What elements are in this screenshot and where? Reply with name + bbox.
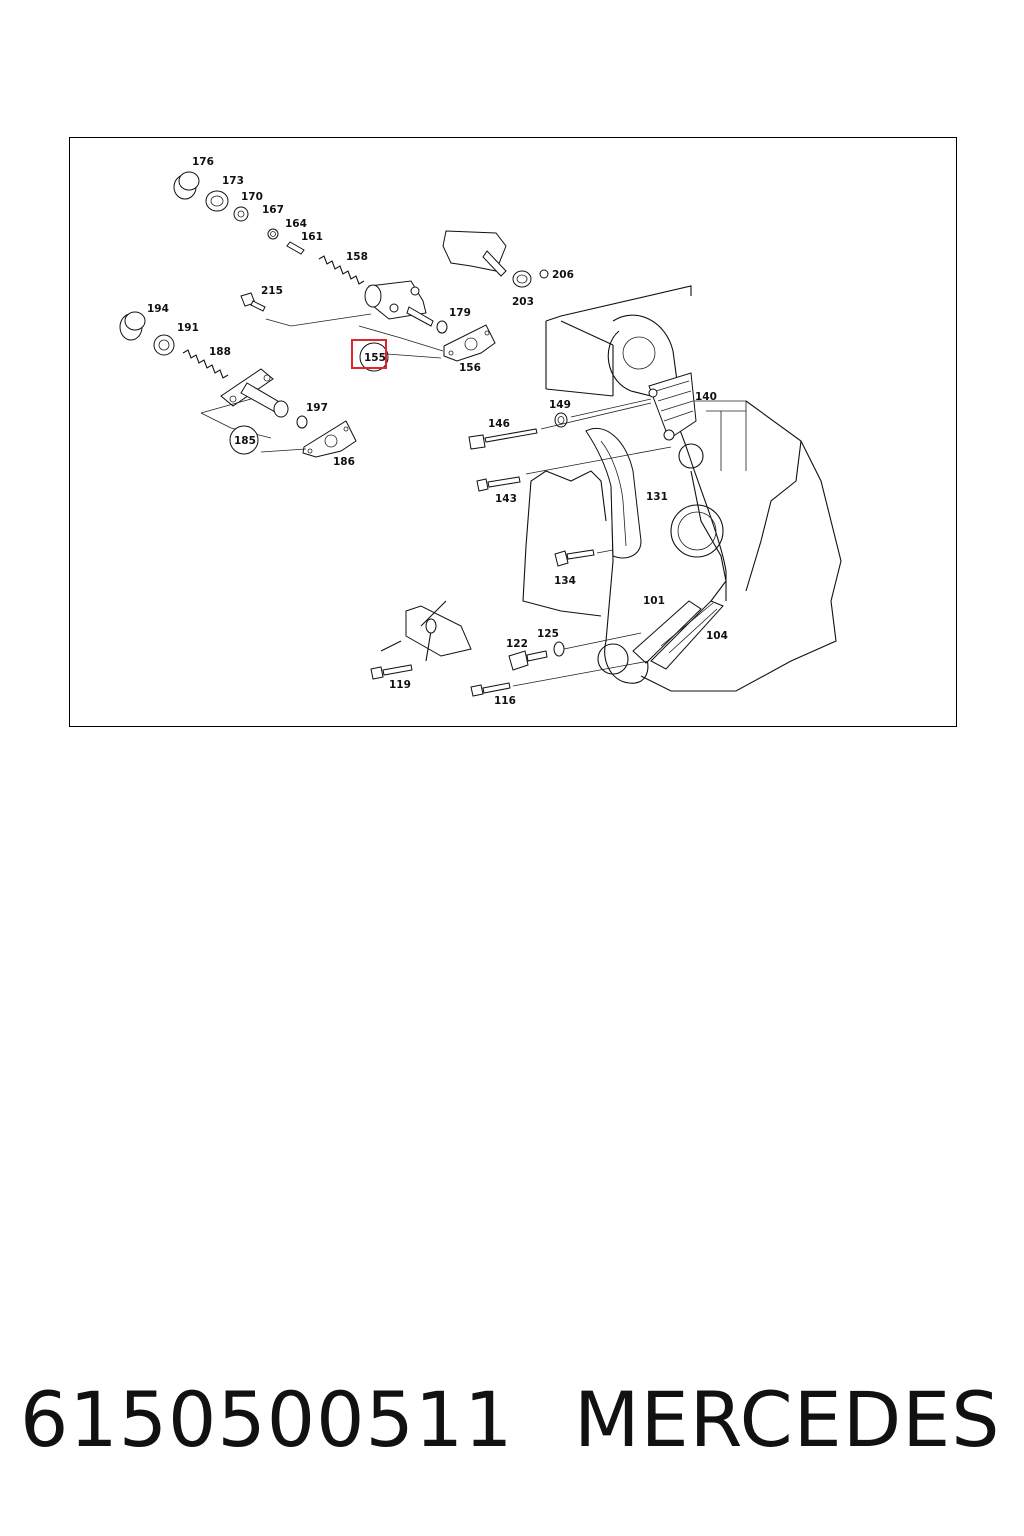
callout-173: 173 — [222, 175, 244, 187]
bolt-143 — [476, 476, 521, 492]
leader-lines-block — [512, 398, 672, 687]
highlight-box-155 — [351, 339, 387, 369]
callout-203: 203 — [512, 296, 534, 308]
callout-101: 101 — [643, 595, 665, 607]
cap-176 — [173, 171, 200, 200]
brand-name: MERCEDES — [574, 1375, 1001, 1464]
callout-143: 143 — [495, 493, 517, 505]
guide-rail-104 — [632, 600, 724, 670]
callout-104: 104 — [706, 630, 728, 642]
callout-116: 116 — [494, 695, 516, 707]
callout-206: 206 — [552, 269, 574, 281]
callout-185: 185 — [234, 435, 256, 447]
bolt-134 — [554, 549, 595, 567]
spring-158 — [318, 255, 365, 285]
callout-156: 156 — [459, 362, 481, 374]
gasket-156 — [443, 324, 496, 362]
callout-179: 179 — [449, 307, 471, 319]
callout-176: 176 — [192, 156, 214, 168]
pin-161 — [286, 241, 305, 255]
callout-191: 191 — [177, 322, 199, 334]
callout-labels: 176 173 170 167 164 161 158 215 179 156 … — [147, 156, 728, 707]
callout-186: 186 — [333, 456, 355, 468]
engine-block-outline — [522, 285, 842, 692]
leader-lines-185 — [200, 398, 307, 453]
exploded-view-drawing: 176 173 170 167 164 161 158 215 179 156 … — [119, 156, 842, 707]
part-number: 6150500511 — [20, 1375, 514, 1464]
ball-167 — [267, 228, 279, 240]
part-185-circle — [229, 425, 259, 455]
bolt-116 — [470, 682, 511, 697]
callout-134: 134 — [554, 575, 576, 587]
chain-tensioner-140 — [648, 372, 697, 441]
callout-155: 155 — [364, 352, 386, 364]
callout-161: 161 — [301, 231, 323, 243]
callout-122: 122 — [506, 638, 528, 650]
fitting-203 — [442, 230, 549, 288]
sensor-bracket — [380, 600, 472, 662]
leader-lines-155 — [265, 313, 444, 359]
bolt-215 — [240, 292, 266, 312]
gasket-186 — [302, 420, 357, 458]
callout-215: 215 — [261, 285, 283, 297]
cap-194 — [119, 311, 146, 341]
callout-167: 167 — [262, 204, 284, 216]
callout-158: 158 — [346, 251, 368, 263]
callout-119: 119 — [389, 679, 411, 691]
part-155-circle — [359, 342, 389, 372]
callout-194: 194 — [147, 303, 169, 315]
tensioner-housing — [364, 280, 434, 327]
housing-185 — [220, 368, 289, 418]
seal-ring-191 — [153, 334, 175, 356]
callout-146: 146 — [488, 418, 510, 430]
o-ring-179 — [436, 320, 448, 334]
parts-diagram: 176 173 170 167 164 161 158 215 179 156 … — [69, 137, 957, 727]
spring-188 — [182, 349, 229, 379]
callout-140: 140 — [695, 391, 717, 403]
tensioner-rail-131 — [585, 427, 642, 559]
washer-125 — [553, 641, 565, 657]
callout-125: 125 — [537, 628, 559, 640]
caption: 6150500511 MERCEDES — [0, 1370, 1024, 1470]
callout-170: 170 — [241, 191, 263, 203]
callout-149: 149 — [549, 399, 571, 411]
o-ring-197 — [296, 415, 308, 429]
washer-170 — [233, 206, 249, 222]
callout-164: 164 — [285, 218, 307, 230]
callout-188: 188 — [209, 346, 231, 358]
callout-197: 197 — [306, 402, 328, 414]
bolt-119 — [370, 664, 413, 680]
bolt-146 — [468, 428, 538, 450]
bolt-122 — [508, 650, 548, 671]
seal-ring-173 — [205, 190, 229, 212]
callout-131: 131 — [646, 491, 668, 503]
